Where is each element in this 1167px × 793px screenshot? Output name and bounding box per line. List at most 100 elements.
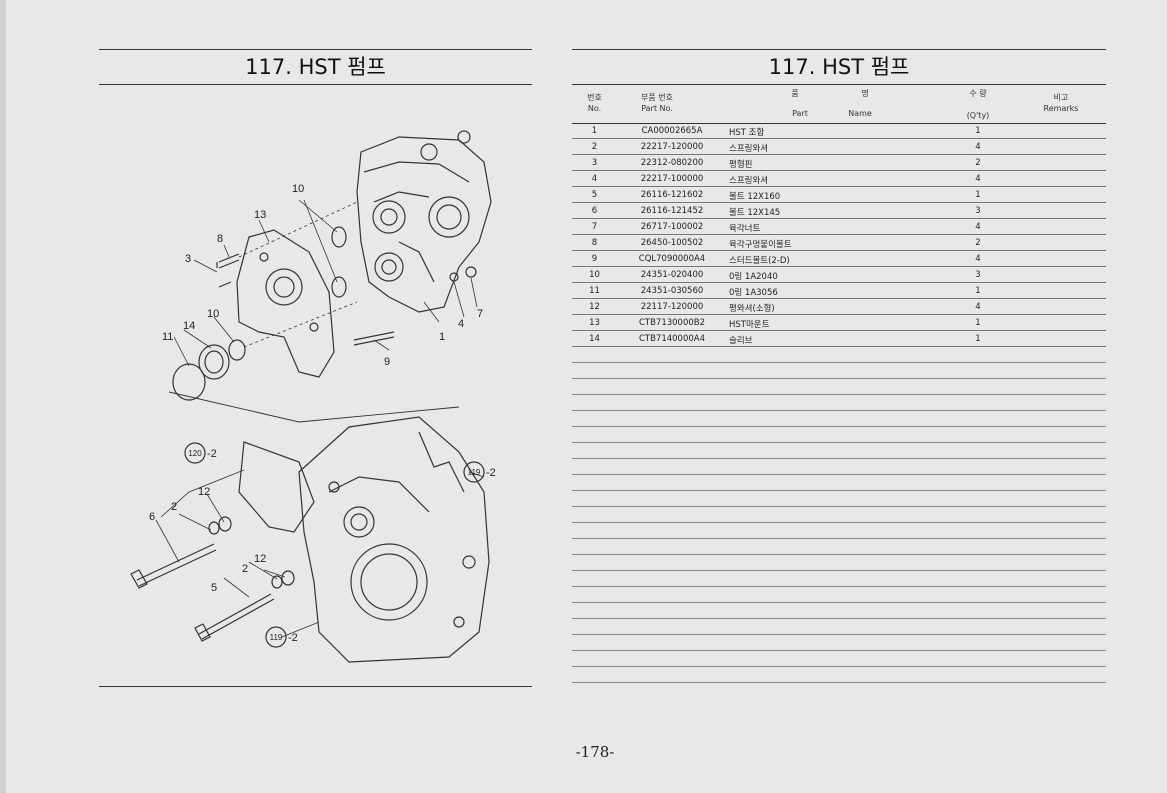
- cell-name: 0링 1A3056: [729, 288, 778, 298]
- transmission-case: [298, 416, 490, 663]
- cell-qty: 3: [975, 270, 981, 280]
- ref-119a: 119: [468, 468, 481, 477]
- callout-11: 11: [162, 331, 173, 343]
- cell-part: 22312-080200: [640, 158, 704, 168]
- empty-row: [572, 459, 1106, 475]
- cell-part: 26116-121602: [640, 190, 704, 200]
- cell-no: 13: [589, 318, 600, 328]
- table-row: 13 CTB7130000B2 HST마운트 1: [572, 315, 1106, 331]
- header-name-en1: Part: [792, 109, 808, 118]
- cell-name: HST 조합: [729, 128, 765, 138]
- callout-8: 8: [217, 233, 223, 245]
- cell-name: 스프링와셔: [729, 144, 769, 154]
- cell-no: 3: [591, 158, 598, 168]
- cell-qty: 1: [975, 318, 981, 328]
- empty-row: [572, 587, 1106, 603]
- cell-qty: 1: [975, 286, 981, 296]
- ref-119b-suffix: -2: [288, 632, 298, 644]
- table-row: 1 CA00002665A HST 조합 1: [572, 123, 1106, 139]
- callout-7: 7: [477, 308, 483, 320]
- left-page-title: 117. HST 펌프: [99, 49, 532, 85]
- header-no: 번호 No.: [587, 93, 602, 113]
- hst-pump-body: [356, 136, 492, 313]
- ref-119b: 119: [270, 633, 283, 642]
- table-row: 11 24351-030560 0링 1A3056 1: [572, 283, 1106, 299]
- cell-no: 8: [591, 238, 598, 248]
- ref-119a-suffix: -2: [486, 467, 496, 479]
- cell-part: 22217-120000: [640, 142, 704, 152]
- empty-row: [572, 411, 1106, 427]
- cell-qty: 4: [975, 142, 981, 152]
- hst-mount: [236, 229, 335, 378]
- cell-part: 26717-100002: [640, 222, 704, 232]
- cell-part: 26116-121452: [640, 206, 704, 216]
- header-rule: [572, 123, 1106, 124]
- empty-row: [572, 555, 1106, 571]
- empty-row: [572, 395, 1106, 411]
- cell-no: 7: [591, 222, 598, 232]
- cell-qty: 1: [975, 126, 981, 136]
- callout-13: 13: [254, 209, 266, 221]
- ref-120-suffix: -2: [207, 448, 217, 460]
- callout-4: 4: [458, 318, 464, 330]
- empty-row: [572, 523, 1106, 539]
- cell-qty: 3: [975, 206, 981, 216]
- header-name-kr2: 명: [861, 89, 869, 98]
- cell-no: 9: [591, 254, 598, 264]
- empty-row: [572, 491, 1106, 507]
- empty-row: [572, 603, 1106, 619]
- cell-part: 24351-020400: [640, 270, 704, 280]
- cell-name: HST마운트: [729, 320, 770, 330]
- cell-part: 24351-030560: [640, 286, 704, 296]
- empty-row: [572, 363, 1106, 379]
- cell-name: 볼트 12X160: [729, 192, 781, 202]
- header-part-no: 부품 번호 Part No.: [641, 93, 673, 113]
- callout-12b: 12: [254, 553, 266, 565]
- empty-row: [572, 507, 1106, 523]
- ref-120: 120: [188, 449, 202, 458]
- cell-no: 1: [591, 126, 598, 136]
- cell-name: 평형핀: [729, 160, 753, 170]
- callout-3: 3: [185, 253, 191, 265]
- header-name-kr1: 품: [791, 89, 799, 98]
- cell-no: 14: [589, 334, 600, 344]
- cell-name: 스프링와셔: [729, 176, 769, 186]
- cell-no: 11: [589, 286, 600, 296]
- cell-part: CA00002665A: [641, 126, 703, 136]
- callout-1: 1: [439, 331, 445, 343]
- callout-2a: 2: [171, 501, 177, 513]
- cell-part: CTB7140000A4: [638, 334, 706, 344]
- cell-name: 평와셔(소형): [729, 304, 775, 314]
- cell-no: 10: [589, 270, 600, 280]
- callout-14: 14: [183, 320, 195, 332]
- header-qty-kr: 수 량: [969, 89, 987, 98]
- empty-row: [572, 619, 1106, 635]
- cell-qty: 1: [975, 190, 981, 200]
- empty-row: [572, 443, 1106, 459]
- cell-qty: 4: [975, 174, 981, 184]
- cell-no: 5: [591, 190, 598, 200]
- callout-10b: 10: [207, 308, 219, 320]
- header-qty-en: (Q'ty): [966, 111, 990, 120]
- callout-9: 9: [384, 356, 390, 368]
- cell-part: CTB7130000B2: [638, 318, 706, 328]
- cell-name: 육각구멍붙이볼트: [729, 240, 792, 250]
- cell-qty: 4: [975, 254, 981, 264]
- cell-no: 12: [589, 302, 600, 312]
- cell-name: 슬리브: [729, 336, 753, 346]
- cell-qty: 4: [975, 222, 981, 232]
- empty-row: [572, 427, 1106, 443]
- empty-row: [572, 635, 1106, 651]
- callout-2b: 2: [242, 563, 248, 575]
- table-row: 5 26116-121602 볼트 12X160 1: [572, 187, 1106, 203]
- empty-row: [572, 667, 1106, 683]
- empty-row: [572, 347, 1106, 363]
